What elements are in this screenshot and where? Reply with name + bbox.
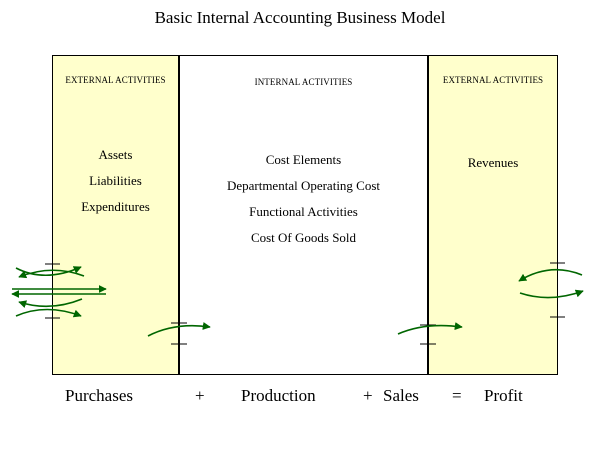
left-flow-arrows xyxy=(11,266,107,318)
purchases-to-production-arrow xyxy=(147,322,211,337)
item-assets: Assets xyxy=(98,147,133,162)
internal-activities-panel: INTERNAL ACTIVITIES Cost Elements Depart… xyxy=(179,55,428,374)
left-arrow-curve-2 xyxy=(18,269,85,279)
left-arrow-curve-4 xyxy=(15,308,82,318)
left-arrow-curve-1 xyxy=(15,266,82,277)
left-panel-items: Assets Liabilities Expenditures xyxy=(52,137,179,225)
item-cost-of-goods-sold: Cost Of Goods Sold xyxy=(250,230,357,245)
equation-plus-2: + xyxy=(363,386,373,405)
equation-profit: Profit xyxy=(484,386,523,405)
equation-purchases: Purchases xyxy=(65,386,133,405)
right-arrow-curve-1 xyxy=(518,268,583,282)
item-departmental-operating-cost: Departmental Operating Cost xyxy=(226,178,381,193)
item-cost-elements: Cost Elements xyxy=(265,152,342,167)
equation-sales: Sales xyxy=(383,386,419,405)
equation-production: Production xyxy=(241,386,316,405)
left-edge-gap xyxy=(45,263,60,319)
item-functional-activities: Functional Activities xyxy=(249,204,358,219)
right-panel-heading: EXTERNAL ACTIVITIES xyxy=(442,75,544,85)
equation-equals: = xyxy=(452,386,462,405)
middle-panel-items: Cost Elements Departmental Operating Cos… xyxy=(179,142,428,256)
external-activities-left-panel: EXTERNAL ACTIVITIES Assets Liabilities E… xyxy=(52,55,179,374)
right-flow-arrows xyxy=(518,268,584,299)
right-panel-items: Revenues xyxy=(428,145,558,181)
equation-plus-1: + xyxy=(195,386,205,405)
production-to-sales-arrow xyxy=(397,322,463,335)
item-liabilities: Liabilities xyxy=(89,173,142,188)
item-revenues: Revenues xyxy=(467,155,519,170)
item-expenditures: Expenditures xyxy=(81,199,150,214)
external-activities-right-panel: EXTERNAL ACTIVITIES Revenues xyxy=(428,55,558,374)
left-arrow-curve-3 xyxy=(18,298,83,309)
diagram-title: Basic Internal Accounting Business Model xyxy=(154,8,446,27)
left-divider-gap xyxy=(171,322,187,345)
middle-panel-heading: INTERNAL ACTIVITIES xyxy=(254,77,353,87)
left-panel-heading: EXTERNAL ACTIVITIES xyxy=(65,75,166,85)
outer-frame xyxy=(52,55,558,375)
right-edge-gap xyxy=(550,262,565,318)
right-arrow-curve-2 xyxy=(519,289,584,299)
